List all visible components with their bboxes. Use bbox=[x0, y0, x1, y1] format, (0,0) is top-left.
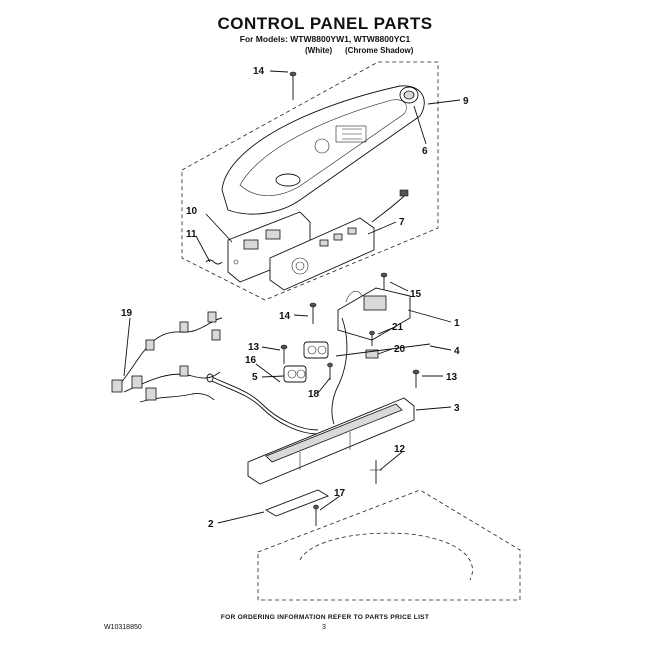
callout-16: 16 bbox=[245, 355, 257, 366]
ui-board bbox=[269, 189, 409, 291]
callout-15: 15 bbox=[410, 289, 422, 300]
models-line: For Models: WTW8800YW1, WTW8800YC1 bbox=[239, 34, 411, 44]
callout-10: 10 bbox=[186, 206, 198, 217]
module-wire bbox=[331, 317, 348, 425]
console-shell bbox=[221, 85, 425, 215]
rail bbox=[335, 343, 431, 357]
valve-assembly-upper bbox=[303, 341, 329, 359]
hose bbox=[206, 373, 319, 435]
valve-assembly-lower bbox=[283, 365, 307, 383]
callout-11: 11 bbox=[186, 229, 197, 240]
screw-18 bbox=[327, 362, 333, 380]
control-module bbox=[337, 272, 411, 341]
callout-7: 7 bbox=[399, 217, 405, 228]
callout-20: 20 bbox=[394, 344, 406, 355]
callout-13-left: 13 bbox=[248, 342, 260, 353]
callout-6: 6 bbox=[422, 146, 428, 157]
wire-harness bbox=[111, 311, 223, 403]
callout-1: 1 bbox=[454, 318, 460, 329]
screw-right bbox=[412, 369, 420, 388]
document-number: W10318850 bbox=[104, 624, 142, 631]
callout-4: 4 bbox=[454, 346, 460, 357]
callout-14-middle: 14 bbox=[279, 311, 291, 322]
leader-lines bbox=[123, 70, 461, 524]
console-base bbox=[247, 397, 415, 485]
plate bbox=[264, 489, 330, 526]
variant-white-label: (White) bbox=[305, 46, 333, 55]
screw-left bbox=[280, 344, 288, 364]
callout-21: 21 bbox=[392, 322, 404, 333]
console-group-outline bbox=[181, 61, 439, 301]
callout-19: 19 bbox=[121, 308, 133, 319]
screw-top bbox=[289, 71, 297, 100]
cabinet-top-outline bbox=[257, 489, 521, 601]
page-number: 3 bbox=[322, 624, 326, 631]
callout-13-right: 13 bbox=[446, 372, 458, 383]
callout-17: 17 bbox=[334, 488, 346, 499]
page-title: CONTROL PANEL PARTS bbox=[217, 14, 433, 33]
variant-chrome-label: (Chrome Shadow) bbox=[345, 46, 414, 55]
screw-middle bbox=[309, 302, 317, 324]
small-part-21 bbox=[369, 330, 375, 346]
clip bbox=[205, 259, 223, 265]
callout-2: 2 bbox=[208, 519, 214, 530]
callout-9: 9 bbox=[463, 96, 469, 107]
callout-12: 12 bbox=[394, 444, 406, 455]
knob bbox=[399, 86, 419, 104]
callout-14-top: 14 bbox=[253, 66, 265, 77]
ordering-note: FOR ORDERING INFORMATION REFER TO PARTS … bbox=[220, 614, 430, 621]
callout-5: 5 bbox=[252, 372, 258, 383]
callout-3: 3 bbox=[454, 403, 460, 414]
callout-18: 18 bbox=[308, 389, 320, 400]
screw-12 bbox=[370, 460, 382, 484]
